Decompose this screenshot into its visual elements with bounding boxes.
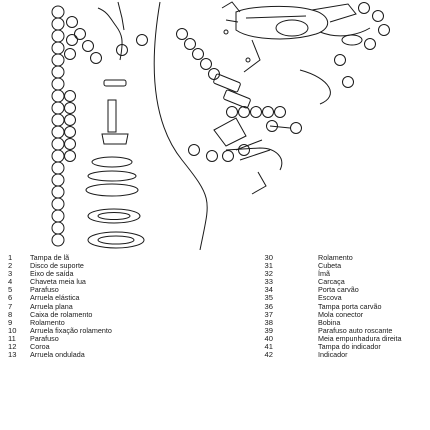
part-label: Mola conector — [318, 309, 364, 319]
disc-stack — [85, 156, 145, 249]
part-number: 39 — [264, 325, 273, 335]
part-number: 6 — [8, 293, 13, 303]
part-number: 11 — [8, 333, 16, 343]
part-row: 13 Arruela ondulada — [8, 351, 218, 359]
part-row: 8 Caixa de rolamento — [8, 309, 218, 319]
part-label: Disco de suporte — [30, 261, 84, 271]
part-number: 40 — [264, 333, 273, 343]
part-label: Arruela elástica — [30, 293, 80, 303]
part-row: 42 Indicador — [265, 350, 426, 360]
part-label: Tampa do indicador — [318, 342, 381, 352]
part-label: Tampa de lã — [30, 253, 70, 262]
part-number: 8 — [8, 309, 13, 319]
part-number: 30 — [264, 253, 273, 262]
part-row: 2 Disco de suporte — [8, 261, 218, 271]
part-number: 13 — [8, 350, 17, 360]
part-label: Cubeta — [318, 261, 342, 271]
part-label: Arruela plana — [30, 301, 73, 311]
part-label: Parafuso — [30, 333, 59, 343]
part-label: Chaveta meia lua — [30, 277, 86, 287]
part-row: 40 Meia empunhadura direita — [265, 333, 426, 343]
part-row: 36 Tampa porta carvão — [265, 301, 426, 311]
part-row: 41 Tampa do indicador — [265, 342, 426, 352]
part-label: Porta carvão — [318, 285, 359, 295]
part-row: 1 Tampa de lã — [8, 253, 218, 262]
exploded-view-diagram — [51, 1, 390, 250]
part-number: 3 — [8, 269, 13, 279]
part-row: 10 Arruela fixação rolamento — [8, 325, 218, 335]
part-label: Coroa — [30, 342, 50, 352]
part-number: 12 — [8, 342, 17, 352]
part-label: Parafuso — [30, 285, 59, 295]
part-row: 34 Porta carvão — [265, 285, 426, 295]
part-label: Arruela ondulada — [30, 350, 85, 360]
part-number: 7 — [8, 301, 13, 311]
part-row: 38 Bobina — [265, 317, 426, 327]
part-row: 30 Rolamento — [265, 253, 426, 262]
part-label: Indicador — [318, 350, 348, 360]
part-row: 32 Ímã — [265, 269, 426, 279]
part-row: 12 Coroa — [8, 342, 218, 352]
part-label: Bobina — [318, 317, 341, 327]
part-label: Rolamento — [30, 317, 65, 327]
part-row: 6 Arruela elástica — [8, 294, 218, 302]
left-callout-column — [51, 5, 65, 247]
part-number: 35 — [264, 293, 273, 303]
part-label: Escova — [318, 293, 342, 303]
right-callouts — [176, 2, 390, 162]
part-row: 7 Arruela plana — [8, 301, 218, 311]
parts-list-left: 1 Tampa de lã 2 Disco de suporte 3 Eixo de sa… — [8, 253, 218, 359]
brush-parts — [213, 73, 291, 195]
part-label: Rolamento — [318, 253, 353, 262]
part-row: 31 Cubeta — [265, 261, 426, 271]
part-label: Carcaça — [318, 277, 345, 287]
part-number: 41 — [264, 342, 273, 352]
part-label: Ímã — [318, 269, 330, 279]
part-number: 31 — [264, 261, 273, 271]
part-number: 10 — [8, 325, 17, 335]
part-number: 32 — [264, 269, 273, 279]
part-row: 5 Parafuso — [8, 286, 218, 294]
part-number: 38 — [264, 317, 273, 327]
part-label: Tampa porta carvão — [318, 301, 382, 311]
part-row: 33 Carcaça — [265, 277, 426, 287]
part-number: 42 — [264, 350, 273, 360]
part-row: 35 Escova — [265, 293, 426, 303]
part-row: 9 Rolamento — [8, 317, 218, 327]
shaft-outline — [97, 7, 123, 61]
part-number: 34 — [264, 285, 273, 295]
part-label: Meia empunhadura direita — [318, 333, 402, 343]
upper-callouts — [64, 16, 148, 162]
part-number: 4 — [8, 277, 13, 287]
part-row: 39 Parafuso auto roscante — [265, 325, 426, 335]
part-number: 2 — [8, 261, 13, 271]
spindle-line — [117, 1, 125, 31]
part-label: Parafuso auto roscante — [318, 325, 393, 335]
parts-list-right: 30 Rolamento 31 Cubeta 32 Ímã 33 Carcaça 34 Porta… — [265, 253, 426, 360]
part-number: 9 — [8, 317, 13, 327]
motor-housing — [221, 1, 371, 73]
clip-curve — [225, 147, 283, 171]
part-row: 4 Chaveta meia lua — [8, 278, 218, 286]
part-number: 1 — [8, 253, 13, 262]
cord-curve — [299, 69, 331, 105]
part-row: 37 Mola conector — [265, 309, 426, 319]
part-number: 36 — [264, 301, 273, 311]
part-label: Arruela fixação rolamento — [30, 325, 112, 335]
part-number: 37 — [264, 309, 273, 319]
part-row: 11 Parafuso — [8, 333, 218, 343]
divider-curve — [153, 1, 208, 250]
part-label: Eixo de saída — [30, 269, 74, 279]
part-number: 33 — [264, 277, 273, 287]
output-shaft-part — [101, 79, 129, 145]
part-number: 5 — [8, 285, 13, 295]
part-row: 3 Eixo de saída — [8, 270, 218, 278]
part-label: Caixa de rolamento — [30, 309, 93, 319]
